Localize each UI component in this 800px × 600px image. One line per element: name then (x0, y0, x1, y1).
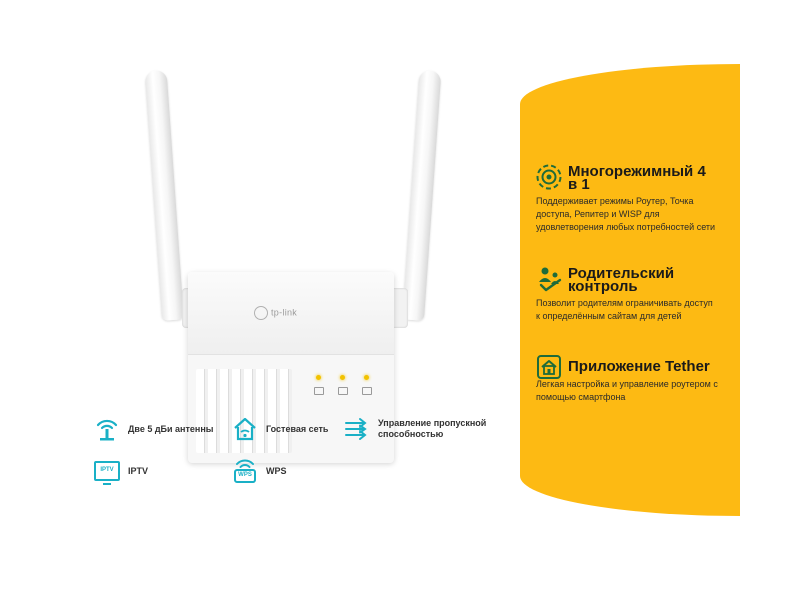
panel-item-desc: Позволит родителям ограничивать доступ к… (536, 298, 713, 321)
router-front-panel (188, 354, 394, 463)
feature-bandwidth-control: Управление пропускной способностью (344, 416, 494, 442)
led-lan (364, 375, 369, 380)
features-panel: Многорежимный 4 в 1 Поддерживает режимы … (520, 64, 740, 516)
feature-iptv: IPTV IPTV (94, 458, 149, 485)
panel-item-desc: Легкая настройка и управление роутером с… (536, 379, 718, 402)
home-wifi-icon (232, 416, 258, 442)
wps-icon-text: WPS (238, 472, 252, 478)
parental-control-icon (536, 266, 562, 292)
feature-label: Управление пропускной способностью (378, 418, 487, 439)
tp-link-logo-icon (254, 306, 268, 320)
arrows-bandwidth-icon (344, 416, 370, 442)
router-logo-text: tp-link (271, 307, 298, 318)
panel-item-parental-control: Родительский контроль Позволит родителям… (536, 266, 736, 323)
iptv-icon: IPTV (94, 458, 120, 485)
feature-antennas: Две 5 дБи антенны (94, 416, 213, 442)
led-wifi (340, 375, 345, 380)
panel-item-desc: Поддерживает режимы Роутер, Точка доступ… (536, 196, 716, 232)
panel-item-title: Приложение Tether (568, 358, 710, 375)
feature-label: IPTV (128, 465, 149, 476)
panel-item-title: Многорежимный 4 в 1 (568, 163, 706, 193)
wifi-led-icon (338, 387, 348, 395)
router-top: tp-link (188, 272, 394, 354)
router-logo: tp-link (254, 306, 297, 320)
multimode-icon (536, 164, 562, 190)
panel-item-multimode: Многорежимный 4 в 1 Поддерживает режимы … (536, 164, 736, 234)
antenna-left (144, 69, 184, 321)
tether-app-icon (536, 354, 562, 380)
wps-icon: WPS (232, 458, 258, 484)
iptv-icon-text: IPTV (94, 461, 120, 485)
feature-label: Гостевая сеть (266, 423, 329, 434)
feature-wps: WPS WPS (232, 458, 287, 484)
router-image: tp-link (144, 69, 450, 463)
wifi-antenna-icon (94, 416, 120, 442)
panel-item-title: Родительский контроль (568, 265, 675, 295)
panel-item-tether-app: Приложение Tether Легкая настройка и упр… (536, 354, 736, 404)
feature-label: Две 5 дБи антенны (128, 423, 214, 434)
power-led-icon (314, 387, 324, 395)
led-power (316, 375, 321, 380)
feature-guest-network: Гостевая сеть (232, 416, 328, 442)
antenna-right (402, 69, 442, 321)
lan-led-icon (362, 387, 372, 395)
feature-label: WPS (266, 465, 287, 476)
